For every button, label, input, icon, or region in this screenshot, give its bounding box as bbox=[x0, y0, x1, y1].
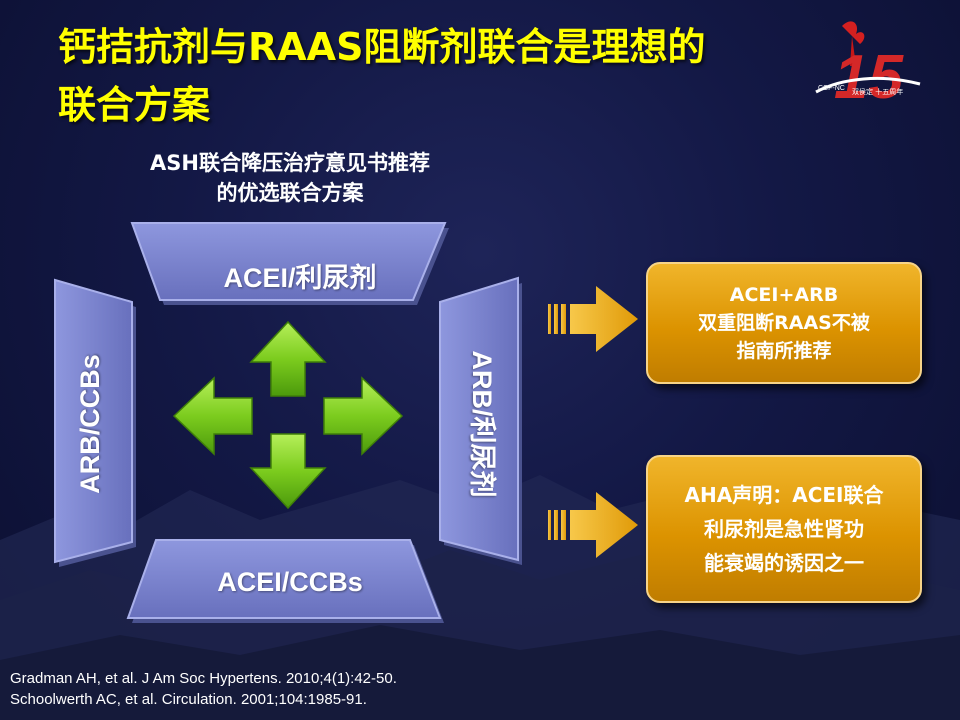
up-arrow-icon bbox=[249, 320, 327, 397]
box1-line-1: ACEI+ARB bbox=[729, 284, 839, 306]
note-box-acei-arb: ACEI+ARB 双重阻断RAAS不被 指南所推荐 bbox=[646, 262, 922, 384]
top-trapezoid-label: ACEI/利尿剂 bbox=[223, 263, 377, 293]
side-arrow-icon-2 bbox=[548, 492, 638, 558]
reference-2: Schoolwerth AC, et al. Circulation. 2001… bbox=[10, 691, 367, 708]
side-arrow-icon-1 bbox=[548, 286, 638, 352]
bottom-trapezoid bbox=[126, 539, 444, 623]
subtitle-line-2: 的优选联合方案 bbox=[216, 181, 364, 205]
right-arrow-icon bbox=[323, 376, 404, 456]
right-trapezoid bbox=[439, 276, 522, 565]
box2-line-1: AHA声明：ACEI联合 bbox=[684, 483, 884, 507]
note-box-aha-statement: AHA声明：ACEI联合 利尿剂是急性肾功 能衰竭的诱因之一 bbox=[646, 455, 922, 603]
box2-line-2: 利尿剂是急性肾功 bbox=[704, 517, 864, 541]
logo-small-text: CCF-NC bbox=[818, 85, 845, 92]
box1-line-3: 指南所推荐 bbox=[736, 340, 832, 362]
subtitle-line-1: ASH联合降压治疗意见书推荐 bbox=[150, 151, 430, 175]
logo-text: 双侯定 十五周年 bbox=[852, 87, 903, 96]
down-arrow-icon bbox=[249, 433, 327, 510]
box2-line-3: 能衰竭的诱因之一 bbox=[704, 551, 864, 575]
left-trapezoid-label: ARB/CCBs bbox=[75, 354, 105, 494]
title-line-1: 钙拮抗剂与RAAS阻断剂联合是理想的 bbox=[58, 25, 706, 69]
box1-line-2: 双重阻断RAAS不被 bbox=[698, 312, 870, 334]
left-arrow-icon bbox=[172, 376, 253, 456]
left-trapezoid bbox=[54, 278, 136, 567]
bottom-trapezoid-label: ACEI/CCBs bbox=[217, 567, 363, 597]
title-line-2: 联合方案 bbox=[58, 83, 211, 127]
references: Gradman AH, et al. J Am Soc Hypertens. 2… bbox=[10, 668, 610, 710]
slide-title: 钙拮抗剂与RAAS阻断剂联合是理想的 联合方案 bbox=[58, 18, 798, 134]
right-trapezoid-label: ARB/利尿剂 bbox=[467, 350, 497, 498]
top-trapezoid bbox=[130, 222, 449, 305]
reference-1: Gradman AH, et al. J Am Soc Hypertens. 2… bbox=[10, 670, 397, 687]
anniversary-logo: 15 CCF-NC 双侯定 十五周年 bbox=[815, 21, 921, 112]
diagram-subtitle: ASH联合降压治疗意见书推荐 的优选联合方案 bbox=[120, 148, 460, 208]
